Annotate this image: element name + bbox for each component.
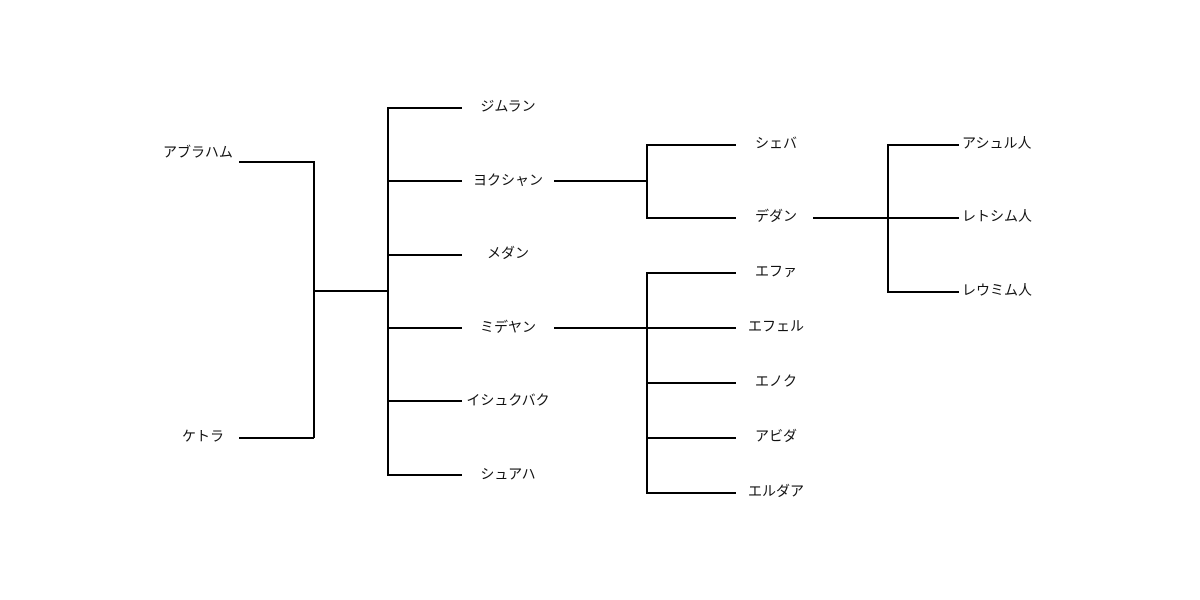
connector-eldaah: [646, 492, 736, 494]
node-midian: ミデヤン: [480, 320, 536, 336]
connector-midian-out: [554, 327, 647, 329]
connector-keturah: [239, 437, 314, 439]
node-ishbak: イシュクバク: [466, 393, 550, 409]
node-medan: メダン: [487, 246, 529, 262]
connector-dedan-out: [813, 217, 888, 219]
connector-zimran: [387, 107, 462, 109]
connector-hanoch: [646, 382, 736, 384]
connector-parents-to-sons: [313, 290, 388, 292]
node-asshurim: アシュル人: [962, 136, 1032, 152]
connector-abraham: [239, 161, 314, 163]
node-abida: アビダ: [755, 429, 797, 445]
node-jokshan: ヨクシャン: [473, 173, 543, 189]
node-ephah: エファ: [755, 264, 797, 280]
node-epher: エフェル: [748, 319, 804, 335]
connector-parents-vertical: [313, 161, 315, 438]
connector-midian: [387, 327, 462, 329]
node-dedan: デダン: [755, 209, 797, 225]
node-eldaah: エルダア: [748, 484, 804, 500]
connector-jokshan-children-vertical: [646, 144, 648, 218]
connector-jokshan-out: [554, 180, 647, 182]
node-letushim: レトシム人: [962, 209, 1032, 225]
connector-sons-vertical: [387, 107, 389, 475]
connector-dedan: [646, 217, 736, 219]
node-hanoch: エノク: [755, 374, 797, 390]
connector-jokshan: [387, 180, 462, 182]
node-sheba: シェバ: [755, 136, 797, 152]
node-abraham: アブラハム: [163, 145, 233, 161]
connector-shuah: [387, 474, 462, 476]
connector-letushim: [887, 217, 959, 219]
connector-ishbak: [387, 400, 462, 402]
connector-sheba: [646, 144, 736, 146]
node-leummim: レウミム人: [962, 283, 1032, 299]
connector-ephah: [646, 272, 736, 274]
connector-abida: [646, 437, 736, 439]
connector-asshurim: [887, 144, 959, 146]
connector-leummim: [887, 291, 959, 293]
node-zimran: ジムラン: [480, 99, 536, 115]
connector-medan: [387, 254, 462, 256]
connector-epher: [646, 327, 736, 329]
node-shuah: シュアハ: [480, 467, 536, 483]
node-keturah: ケトラ: [182, 429, 224, 445]
